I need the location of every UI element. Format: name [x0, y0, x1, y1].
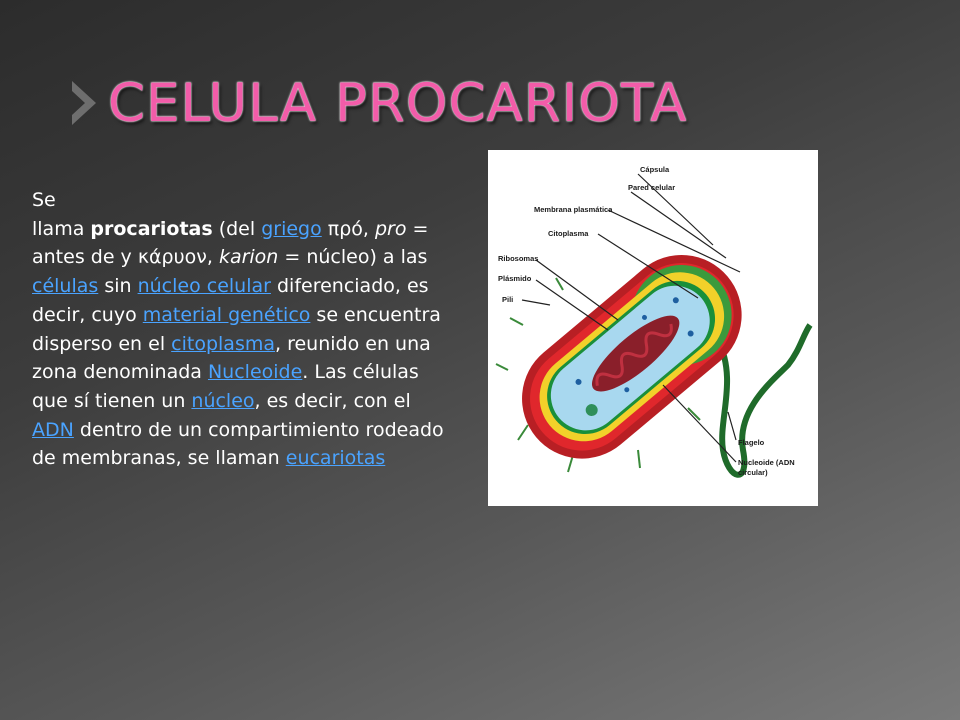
- text-segment: = antes de y κάρυον,: [32, 217, 429, 269]
- link-material-genetico[interactable]: material genético: [142, 303, 311, 326]
- flagellum: [715, 323, 813, 478]
- label-pili: Pili: [502, 295, 513, 304]
- slide-title: CELULA PROCARIOTA: [108, 73, 688, 134]
- term-pro: pro: [374, 217, 407, 240]
- term-procariotas: procariotas: [90, 217, 213, 240]
- text-segment: Se: [32, 189, 56, 211]
- chevron-right-icon: [72, 81, 96, 125]
- link-citoplasma[interactable]: citoplasma: [171, 332, 275, 355]
- text-segment: dentro de un compartimiento rodeado de m…: [32, 418, 444, 470]
- text-segment: . Las células que sí tienen un: [32, 361, 419, 412]
- label-flagelo: Flagelo: [738, 438, 765, 447]
- label-membrana-plasmatica: Membrana plasmática: [534, 205, 613, 214]
- link-nucleo-celular[interactable]: núcleo celular: [137, 275, 271, 298]
- text-segment: se encuentra disperso en el: [32, 303, 441, 355]
- label-nucleoide-line2: circular): [738, 468, 768, 477]
- link-griego[interactable]: griego: [261, 217, 322, 240]
- text-segment: (del: [212, 217, 262, 240]
- text-segment: llama: [32, 217, 91, 240]
- prokaryotic-cell-diagram: Cápsula Pared celular Membrana plasmátic…: [488, 150, 818, 506]
- link-celulas[interactable]: células: [32, 275, 99, 298]
- text-segment: diferenciado, es decir, cuyo: [32, 275, 429, 326]
- link-nucleoide[interactable]: Nucleoide: [207, 361, 303, 384]
- text-segment: πρό,: [321, 217, 375, 240]
- link-eucariotas[interactable]: eucariotas: [285, 447, 386, 470]
- label-plasmido: Plásmido: [498, 274, 532, 283]
- label-ribosomas: Ribosomas: [498, 254, 538, 263]
- pili: [495, 277, 701, 473]
- text-segment: sin: [98, 275, 138, 298]
- link-nucleo[interactable]: núcleo: [191, 389, 255, 412]
- term-karion: karion: [218, 246, 279, 269]
- text-segment: , es decir, con el: [254, 389, 411, 412]
- link-adn[interactable]: ADN: [32, 418, 74, 441]
- text-segment: = núcleo) a las: [278, 246, 428, 269]
- description-paragraph: Se llama procariotas (del griego πρό, pro…: [32, 186, 452, 473]
- label-pared-celular: Pared celular: [628, 183, 675, 192]
- label-citoplasma: Citoplasma: [548, 229, 589, 238]
- label-capsula: Cápsula: [640, 165, 670, 174]
- text-segment: , reunido en una zona denominada: [32, 332, 431, 384]
- label-nucleoide-line1: Nucleoide (ADN: [738, 458, 795, 467]
